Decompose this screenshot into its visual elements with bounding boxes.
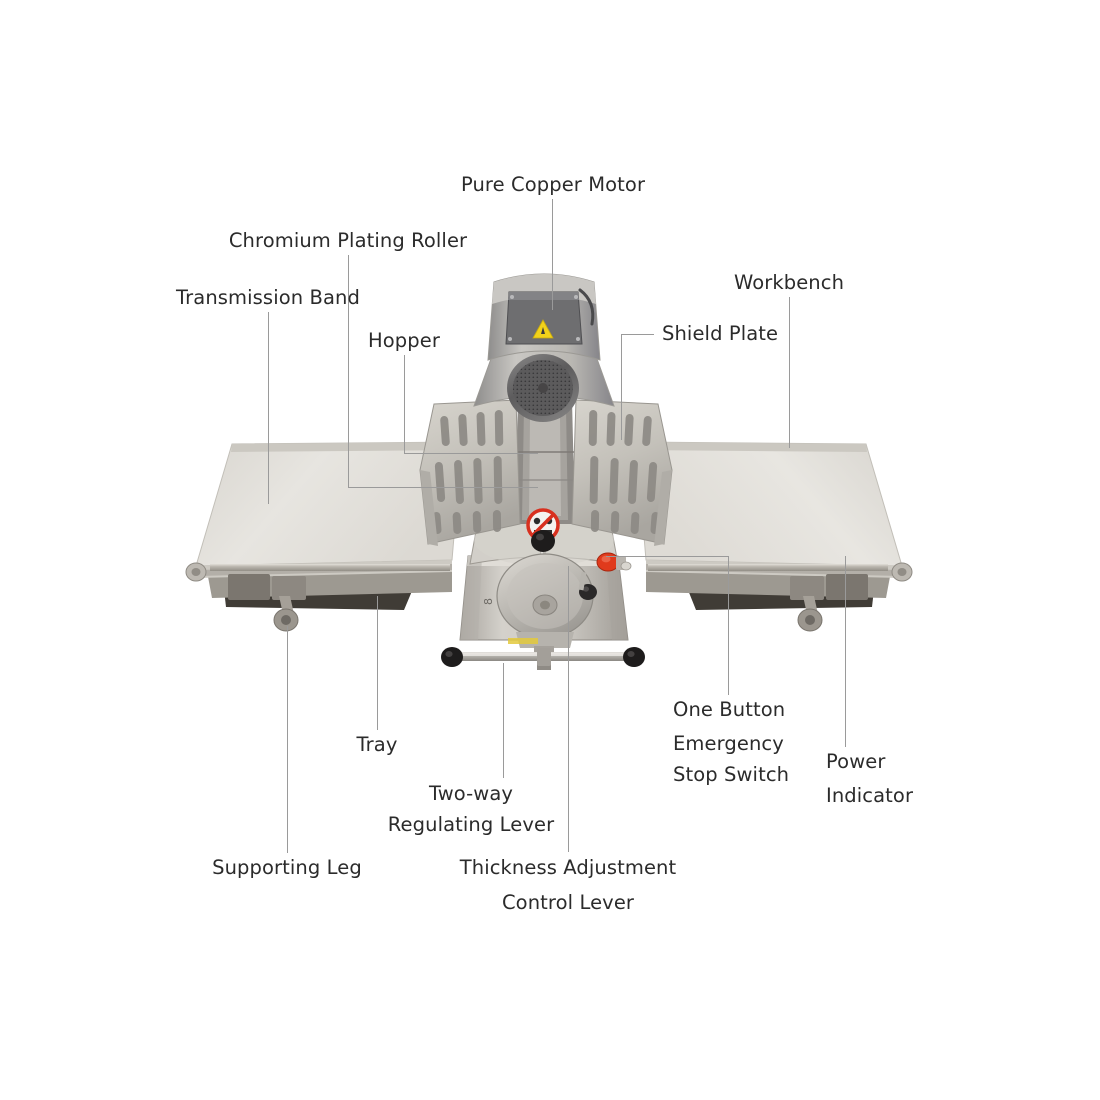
- shield-plate-left: [419, 399, 521, 546]
- motor-terminal-box: [505, 291, 583, 345]
- leader-emergency-stop-v: [728, 556, 729, 695]
- workbench-right: [635, 441, 903, 567]
- callout-label-two-way-line1: Two-way: [428, 782, 514, 805]
- callout-label-workbench: Workbench: [733, 271, 845, 294]
- callout-label-estop-line1: One Button: [673, 698, 786, 721]
- end-roller-left: [185, 562, 207, 582]
- callout-label-supporting-leg: Supporting Leg: [212, 856, 362, 879]
- dial-plate: [496, 553, 594, 639]
- leader-hopper-v: [404, 355, 405, 453]
- motor-fan-grille: [507, 354, 579, 422]
- leader-shield-plate-v: [621, 334, 622, 440]
- callout-label-estop-line3: Stop Switch: [673, 763, 790, 786]
- center-machine-body: 8: [419, 273, 673, 670]
- leader-thickness-adjustment-lever: [568, 566, 569, 852]
- warning-triangle-icon: [532, 319, 554, 339]
- callout-label-shield-plate: Shield Plate: [662, 322, 779, 345]
- leader-tray: [377, 596, 378, 730]
- leader-workbench: [789, 297, 790, 448]
- workbench-right-assembly: [635, 441, 913, 632]
- caster-left: [273, 596, 299, 632]
- callout-label-pure-copper-motor: Pure Copper Motor: [460, 173, 646, 196]
- callout-label-power-line2: Indicator: [826, 784, 914, 807]
- callout-label-thickness-line1: Thickness Adjustment: [459, 856, 677, 879]
- callout-label-two-way-line2: Regulating Lever: [387, 813, 555, 836]
- caster-right: [797, 596, 823, 632]
- leader-power-indicator: [845, 556, 846, 747]
- frame-rail-left: [210, 564, 450, 571]
- callout-label-hopper: Hopper: [368, 329, 440, 352]
- leader-chromium-plating-roller-h: [348, 487, 538, 488]
- svg-text:8: 8: [482, 598, 495, 605]
- callout-label-chromium-plating-roller: Chromium Plating Roller: [228, 229, 468, 252]
- shield-plate-right: [571, 399, 673, 546]
- callout-label-thickness-line2: Control Lever: [501, 891, 635, 914]
- leader-hopper-h: [404, 453, 538, 454]
- power-indicator-lamp: [620, 561, 632, 571]
- leader-emergency-stop-h: [606, 556, 729, 557]
- leader-transmission-band: [268, 312, 269, 504]
- leader-two-way-regulating-lever: [503, 663, 504, 778]
- secondary-knob: [578, 571, 597, 600]
- callout-label-transmission-band: Transmission Band: [176, 286, 360, 309]
- callout-label-estop-line2: Emergency: [673, 732, 784, 755]
- leader-chromium-plating-roller-v: [348, 255, 349, 487]
- callout-label-power-line1: Power: [826, 750, 886, 773]
- leader-shield-plate-h: [621, 334, 654, 335]
- leader-pure-copper-motor: [552, 199, 553, 310]
- end-roller-right: [891, 562, 913, 582]
- two-way-regulating-bar: [441, 647, 645, 667]
- callout-label-tray: Tray: [356, 733, 398, 756]
- frame-rail-right: [648, 564, 888, 571]
- leader-supporting-leg: [287, 626, 288, 853]
